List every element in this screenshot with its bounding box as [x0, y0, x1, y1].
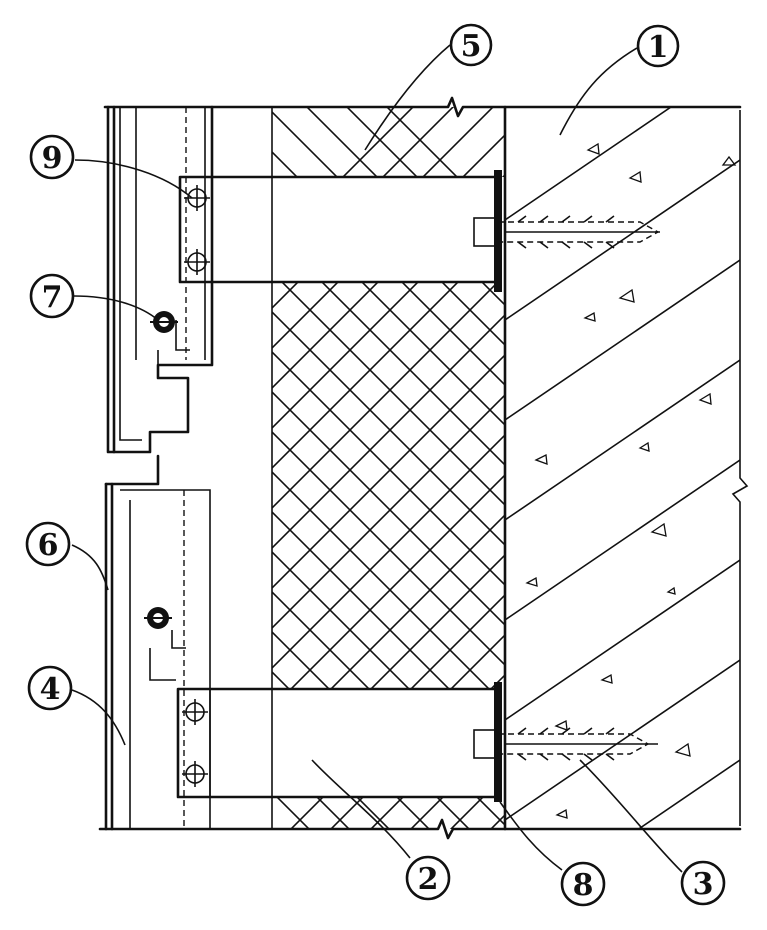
callout-5: 5 — [449, 23, 493, 67]
bolt-icon — [182, 699, 208, 725]
callout-label-4: 4 — [40, 672, 61, 707]
callout-9: 9 — [29, 134, 75, 180]
callout-label-2: 2 — [418, 862, 439, 897]
callout-label-9: 9 — [42, 141, 63, 176]
callout-label-1: 1 — [648, 30, 669, 65]
callout-label-7: 7 — [42, 280, 63, 315]
callout-label-3: 3 — [693, 867, 714, 902]
lower-bracket — [176, 682, 502, 802]
anchor-bolt-upper — [473, 215, 660, 249]
callout-4: 4 — [27, 665, 73, 711]
insulation-layer — [271, 107, 505, 829]
leader-lines — [71, 44, 683, 873]
callout-2: 2 — [405, 855, 451, 901]
bolt-icon — [182, 761, 208, 787]
callout-6: 6 — [25, 521, 71, 567]
bracket-bolt-icons — [144, 185, 210, 787]
panel-bolt-icon — [144, 607, 172, 629]
callout-label-8: 8 — [573, 868, 594, 903]
concrete-wall — [503, 105, 749, 831]
bolt-icon — [184, 185, 210, 211]
callout-1: 1 — [636, 24, 680, 68]
callout-label-5: 5 — [461, 29, 482, 64]
callout-3: 3 — [680, 860, 726, 906]
upper-panel-assembly — [106, 105, 214, 454]
bolt-icon — [184, 249, 210, 275]
anchor-bolt-lower — [473, 727, 658, 761]
section-boundary-lines — [98, 96, 742, 840]
lower-panel-assembly — [104, 454, 211, 831]
callout-label-6: 6 — [38, 528, 59, 563]
callout-8: 8 — [560, 861, 606, 907]
panel-bolt-icon — [150, 311, 178, 333]
upper-bracket — [178, 170, 502, 292]
callout-7: 7 — [29, 273, 75, 319]
